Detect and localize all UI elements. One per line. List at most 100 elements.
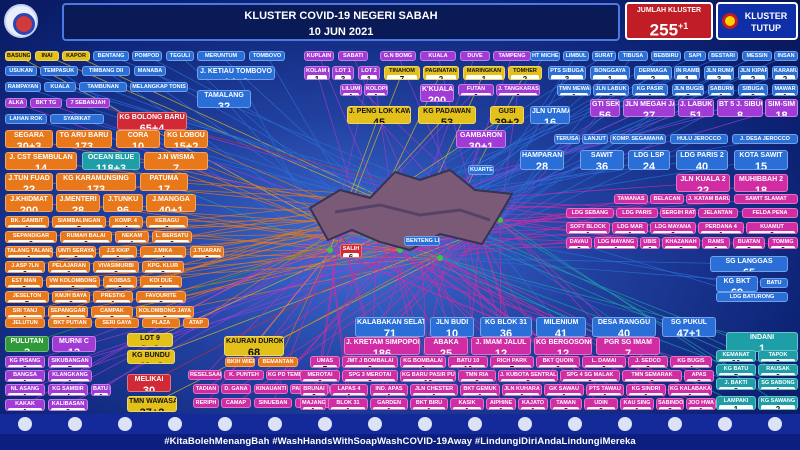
cluster-box: TAMANAS3 bbox=[614, 194, 648, 204]
cluster-count: 16 bbox=[543, 117, 557, 124]
cluster-name: BATU 8 bbox=[93, 386, 110, 392]
cluster-box: J.ASP 7LN2 bbox=[5, 261, 45, 273]
cluster-box: KOLOPIS1 bbox=[364, 84, 388, 96]
cluster-count: 5 bbox=[38, 60, 56, 61]
cluster-name: BONGGAYA bbox=[594, 68, 626, 74]
cluster-count: 4 bbox=[673, 365, 709, 367]
cluster-count: 2 bbox=[625, 379, 679, 381]
connection-line bbox=[316, 72, 361, 216]
cluster-count: 3 bbox=[43, 75, 75, 76]
cluster-count: 15+2 bbox=[173, 141, 199, 148]
cluster-count: 24 bbox=[642, 161, 656, 170]
cluster-count: 1 bbox=[228, 366, 252, 367]
cluster-count: 1 bbox=[705, 246, 727, 248]
cluster-name: KUPLAIN bbox=[306, 53, 332, 59]
cluster-count: 5 bbox=[65, 60, 87, 61]
cluster-name: MEROTAI bbox=[307, 372, 333, 378]
cluster-count: 1 bbox=[413, 407, 445, 409]
cluster-count: 2 bbox=[501, 379, 555, 381]
connection-line bbox=[459, 199, 737, 371]
connection-line bbox=[206, 231, 341, 253]
cluster-count: 2 bbox=[637, 75, 669, 79]
connection-line bbox=[69, 249, 401, 363]
cluster-name: SEGARA bbox=[14, 132, 44, 139]
cluster-box: PERDANA 41 bbox=[698, 222, 744, 234]
cluster-count: 53 bbox=[440, 117, 454, 124]
cluster-name: KAU SING bbox=[623, 400, 651, 406]
cluster-count: 2 bbox=[749, 231, 795, 233]
cluster-name: PULUTAN bbox=[10, 338, 44, 345]
cluster-box: BK. GAMBIT1 bbox=[5, 216, 49, 228]
cluster-name: DAVAU bbox=[569, 239, 589, 245]
cluster-name: BANGSA bbox=[13, 372, 37, 378]
cluster-count: 1 bbox=[463, 393, 497, 395]
cluster-box: JELANTAN2 bbox=[698, 208, 738, 218]
cluster-count: 2 bbox=[49, 285, 97, 287]
cluster-name: KOI DUE bbox=[149, 278, 173, 284]
cluster-count: 173 bbox=[86, 184, 106, 191]
cluster-name: BENTANG bbox=[97, 53, 125, 59]
cluster-name: SG LANGGAS bbox=[725, 258, 773, 265]
cluster-name: NL ASANG bbox=[10, 386, 40, 392]
cluster-box: KEBAGU2 bbox=[146, 216, 188, 228]
cluster-name: KALABAKAN SELATAN bbox=[357, 319, 424, 326]
cluster-name: KUALA bbox=[50, 84, 70, 90]
cluster-count: 2 bbox=[735, 143, 795, 144]
page-date: 10 JUN 2021 bbox=[308, 26, 374, 38]
people-icon bbox=[718, 417, 732, 431]
cluster-count: 2 bbox=[106, 285, 134, 287]
cluster-box: LIMBUL1 bbox=[563, 51, 589, 61]
cluster-name: RAMS bbox=[707, 239, 725, 245]
cluster-name: OCEAN BLUE bbox=[87, 154, 135, 161]
page-title: KLUSTER COVID-19 NEGERI SABAH bbox=[244, 10, 438, 22]
cluster-box: TMN WAWASAN37+2 bbox=[127, 396, 177, 412]
cluster-box: IN RAMBAH1 bbox=[674, 66, 700, 80]
cluster-box: BKIH WIER1 bbox=[225, 357, 255, 367]
cluster-name: MESSIN bbox=[746, 53, 768, 59]
cluster-count: 1 bbox=[307, 75, 327, 79]
cluster-name: TINAHOM bbox=[389, 68, 415, 74]
cluster-name: LDG MAR bbox=[617, 224, 643, 230]
cluster-name: CORA bbox=[127, 132, 149, 139]
cluster-count: 28 bbox=[535, 161, 549, 170]
cluster-count: 1 bbox=[341, 60, 365, 61]
cluster-box: BANGSA1 bbox=[5, 370, 45, 382]
cluster-count: 3 bbox=[51, 327, 89, 328]
cluster-box: DUVE1 bbox=[460, 51, 490, 61]
cluster-name: J.MENTERI bbox=[59, 196, 97, 203]
cluster-name: SAPI bbox=[688, 53, 702, 59]
cluster-count: 7 bbox=[493, 365, 531, 367]
cluster-name: JELANTAN bbox=[703, 210, 733, 216]
cluster-count: 8 bbox=[345, 365, 395, 367]
cluster-box: KINAUANTI2 bbox=[254, 384, 288, 394]
cluster-name: ABAKA bbox=[433, 339, 459, 346]
cluster-count: 2 bbox=[585, 365, 623, 367]
cluster-box: USUKAN2 bbox=[5, 66, 37, 76]
mask-icon bbox=[168, 417, 182, 431]
cluster-name: VW KOLOMBONG bbox=[49, 278, 97, 284]
cluster-count: 1 bbox=[521, 407, 545, 409]
cluster-count: 18 bbox=[754, 185, 768, 192]
cluster-box: LDG SEBANG1 bbox=[566, 208, 614, 218]
cluster-name: AIPHINE bbox=[489, 400, 513, 406]
connection-line bbox=[318, 55, 381, 201]
cluster-box: RUMAH BALAI2 bbox=[60, 231, 112, 243]
cluster-box: TOMBOVO2 bbox=[249, 51, 285, 61]
cluster-count: 17 bbox=[157, 184, 171, 191]
cluster-box: NL ASANG1 bbox=[5, 384, 45, 396]
map-marker bbox=[327, 247, 333, 253]
cluster-name: J.KHIDMAT bbox=[10, 196, 48, 203]
cluster-name: J. PENG LOK KAWI bbox=[349, 108, 410, 115]
connection-line bbox=[148, 249, 401, 384]
cluster-name: J. IMAM JALUL bbox=[475, 339, 527, 346]
connection-line bbox=[24, 257, 441, 377]
cluster-name: BT 5 J. SIBUGA bbox=[719, 101, 762, 108]
cluster-name: JMT J BOMBALAI bbox=[346, 358, 394, 364]
cluster-count: 1 bbox=[186, 327, 206, 328]
